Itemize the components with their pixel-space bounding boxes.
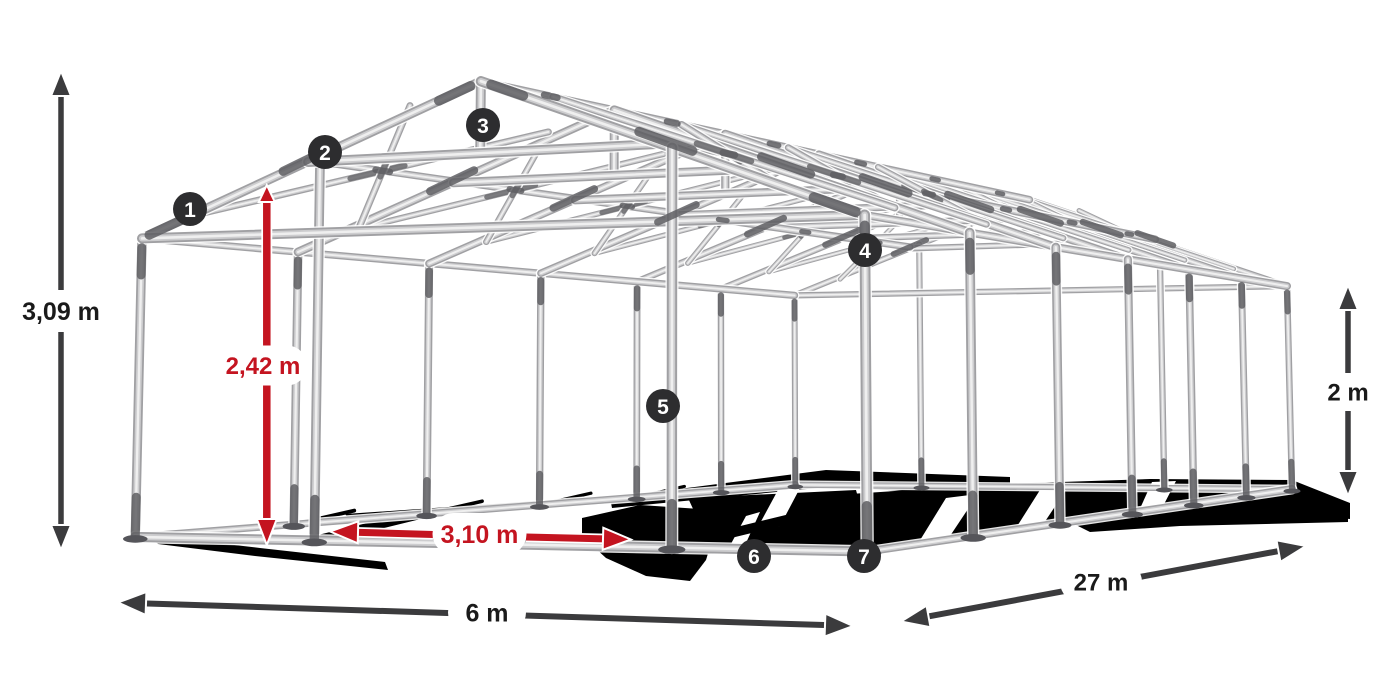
- svg-text:5: 5: [657, 396, 669, 419]
- svg-text:7: 7: [858, 546, 870, 569]
- svg-text:3: 3: [477, 115, 489, 138]
- svg-text:2 m: 2 m: [1327, 380, 1368, 407]
- svg-text:6 m: 6 m: [465, 600, 508, 628]
- svg-text:4: 4: [859, 240, 871, 263]
- svg-text:3,09 m: 3,09 m: [22, 298, 100, 326]
- svg-text:27 m: 27 m: [1074, 570, 1129, 597]
- svg-text:1: 1: [184, 199, 196, 222]
- svg-text:3,10 m: 3,10 m: [441, 521, 519, 549]
- svg-text:2: 2: [319, 142, 331, 165]
- svg-text:6: 6: [748, 546, 760, 569]
- svg-text:2,42 m: 2,42 m: [226, 353, 301, 380]
